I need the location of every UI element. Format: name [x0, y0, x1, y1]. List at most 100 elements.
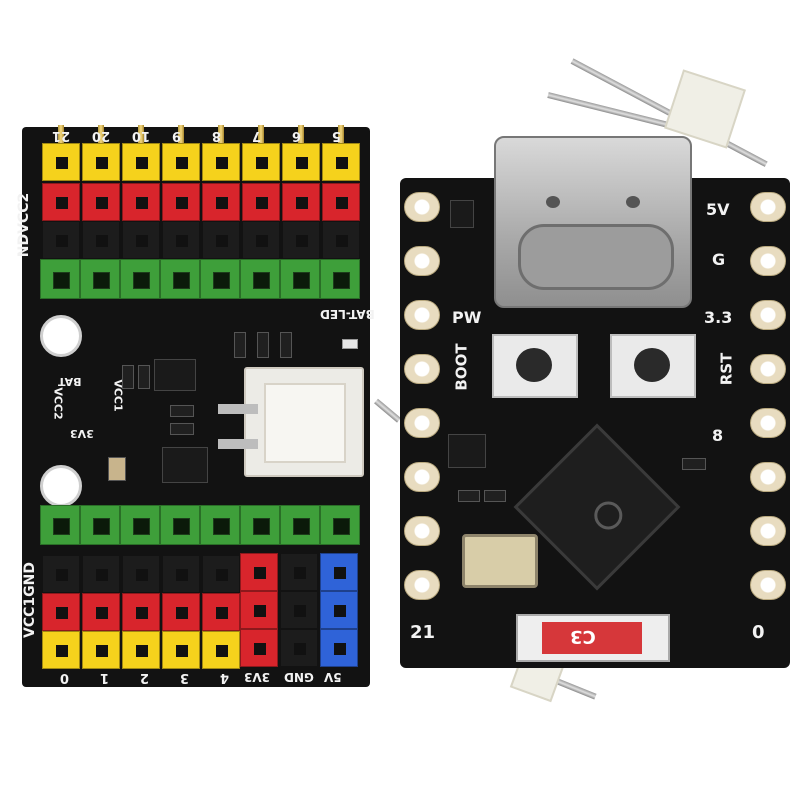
header-red[interactable] — [322, 183, 360, 221]
castellated-pad-right[interactable] — [750, 408, 786, 438]
header-black[interactable] — [162, 221, 200, 259]
header-red[interactable] — [240, 629, 278, 667]
header-black[interactable] — [282, 221, 320, 259]
header-yellow[interactable] — [242, 143, 280, 181]
screw-terminal[interactable] — [200, 259, 240, 299]
header-yellow[interactable] — [162, 143, 200, 181]
castellated-pad-right[interactable] — [750, 354, 786, 384]
header-black[interactable] — [82, 221, 120, 259]
header-red[interactable] — [42, 183, 80, 221]
header-yellow[interactable] — [42, 143, 80, 181]
usb-c-opening — [518, 224, 674, 290]
header-black[interactable] — [42, 221, 80, 259]
label-rst: RST — [717, 352, 736, 386]
castellated-pad-right[interactable] — [750, 462, 786, 492]
castellated-pad-left[interactable] — [404, 408, 440, 438]
castellated-pad-left[interactable] — [404, 570, 440, 600]
header-red[interactable] — [240, 591, 278, 629]
castellated-pad-left[interactable] — [404, 300, 440, 330]
castellated-pad-right[interactable] — [750, 516, 786, 546]
header-red[interactable] — [122, 593, 160, 631]
header-red[interactable] — [202, 593, 240, 631]
header-red[interactable] — [202, 183, 240, 221]
header-black[interactable] — [280, 629, 318, 667]
reset-button-cap[interactable] — [634, 348, 670, 382]
screw-terminal[interactable] — [40, 259, 80, 299]
header-blue[interactable] — [320, 591, 358, 629]
header-black[interactable] — [162, 555, 200, 593]
pin-label-top: 10 — [132, 128, 151, 143]
header-black[interactable] — [202, 221, 240, 259]
label-21: 21 — [410, 622, 436, 643]
header-red[interactable] — [42, 593, 80, 631]
screw-terminal[interactable] — [200, 505, 240, 545]
castellated-pad-left[interactable] — [404, 192, 440, 222]
screw-terminal[interactable] — [120, 259, 160, 299]
header-yellow[interactable] — [42, 631, 80, 669]
pin-label-top: 20 — [92, 128, 111, 143]
header-red[interactable] — [82, 183, 120, 221]
label-0: 0 — [752, 622, 765, 643]
header-yellow[interactable] — [282, 143, 320, 181]
header-yellow[interactable] — [162, 631, 200, 669]
boot-button[interactable] — [492, 334, 578, 398]
header-red[interactable] — [82, 593, 120, 631]
usb-c-hole — [546, 196, 560, 208]
screw-terminal[interactable] — [280, 505, 320, 545]
bat-led-label: BAT-LED — [320, 307, 375, 321]
reset-button[interactable] — [610, 334, 696, 398]
left-breakout-board: NDVCC2 VCC1GND BAT-LED BAT VCC2 VCC1 3V3 — [16, 125, 375, 687]
header-yellow[interactable] — [82, 631, 120, 669]
screw-terminal[interactable] — [240, 505, 280, 545]
header-black[interactable] — [82, 555, 120, 593]
header-black[interactable] — [280, 591, 318, 629]
header-black[interactable] — [122, 555, 160, 593]
castellated-pad-right[interactable] — [750, 570, 786, 600]
header-yellow[interactable] — [122, 143, 160, 181]
castellated-pad-left[interactable] — [404, 354, 440, 384]
header-pin-loose — [547, 92, 675, 130]
regulator-chip — [448, 434, 486, 468]
header-black[interactable] — [122, 221, 160, 259]
castellated-pad-left[interactable] — [404, 462, 440, 492]
header-blue[interactable] — [320, 553, 358, 591]
header-blue[interactable] — [320, 629, 358, 667]
screw-terminal[interactable] — [320, 505, 360, 545]
screw-terminal[interactable] — [120, 505, 160, 545]
header-yellow[interactable] — [202, 631, 240, 669]
header-red[interactable] — [122, 183, 160, 221]
header-red[interactable] — [240, 553, 278, 591]
resistor — [257, 332, 269, 358]
header-yellow[interactable] — [122, 631, 160, 669]
screw-terminal[interactable] — [160, 259, 200, 299]
header-black[interactable] — [242, 221, 280, 259]
header-yellow[interactable] — [322, 143, 360, 181]
screw-terminal[interactable] — [240, 259, 280, 299]
boot-button-cap[interactable] — [516, 348, 552, 382]
screw-terminal[interactable] — [80, 259, 120, 299]
header-black[interactable] — [280, 553, 318, 591]
header-black[interactable] — [202, 555, 240, 593]
screw-terminal[interactable] — [80, 505, 120, 545]
header-red[interactable] — [162, 183, 200, 221]
header-red[interactable] — [282, 183, 320, 221]
screw-terminal[interactable] — [320, 259, 360, 299]
castellated-pad-right[interactable] — [750, 192, 786, 222]
header-yellow[interactable] — [82, 143, 120, 181]
header-black[interactable] — [42, 555, 80, 593]
castellated-pad-left[interactable] — [404, 516, 440, 546]
transistor — [450, 200, 474, 228]
screw-terminal[interactable] — [40, 505, 80, 545]
label-5v: 5V — [706, 200, 730, 219]
header-yellow[interactable] — [202, 143, 240, 181]
resistor — [138, 365, 150, 389]
castellated-pad-left[interactable] — [404, 246, 440, 276]
screw-terminal[interactable] — [160, 505, 200, 545]
header-red[interactable] — [242, 183, 280, 221]
pin-label-bottom: 4 — [220, 670, 230, 685]
header-red[interactable] — [162, 593, 200, 631]
screw-terminal[interactable] — [280, 259, 320, 299]
castellated-pad-right[interactable] — [750, 246, 786, 276]
header-black[interactable] — [322, 221, 360, 259]
castellated-pad-right[interactable] — [750, 300, 786, 330]
